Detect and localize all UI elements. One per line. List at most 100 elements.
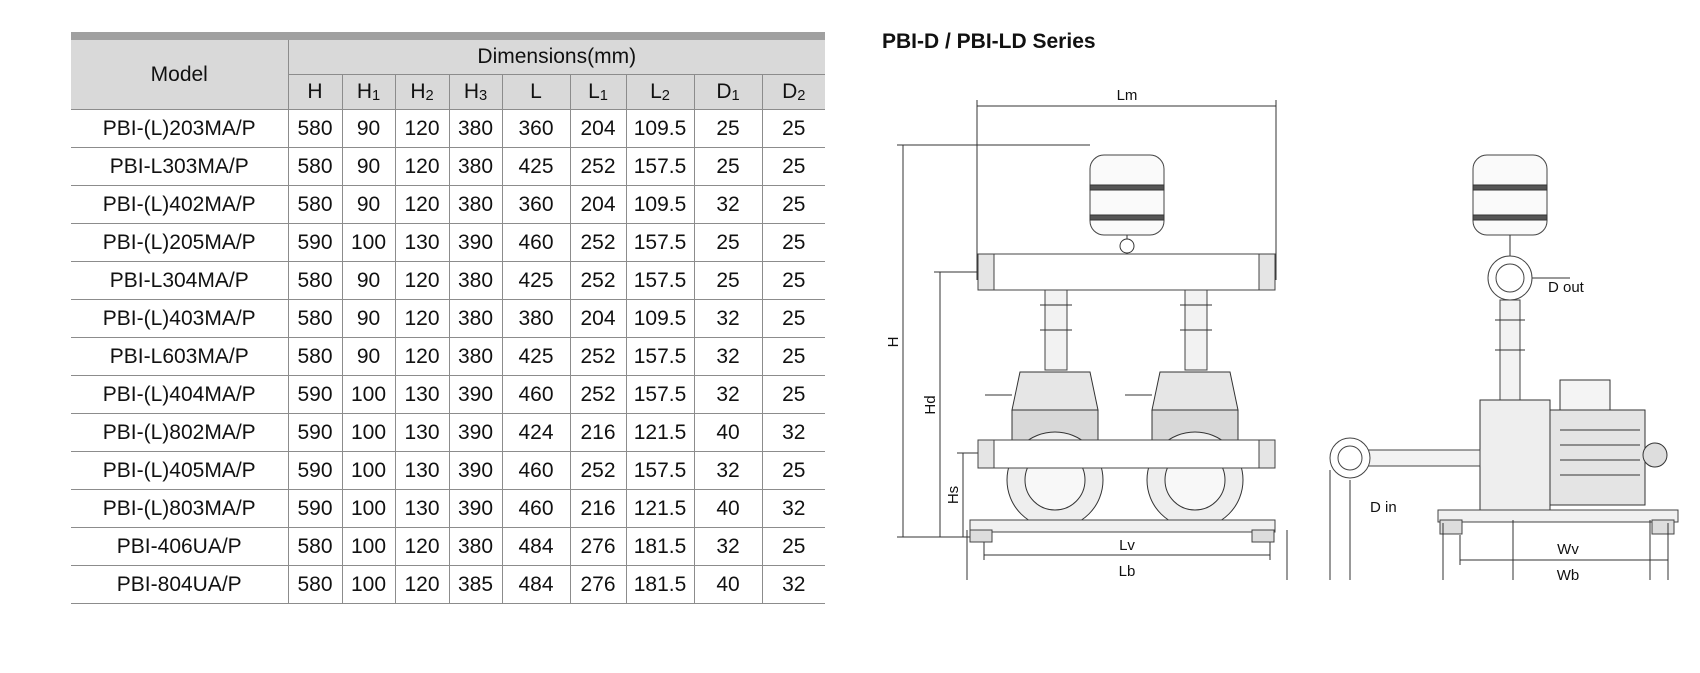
dimension-column-header: H bbox=[287, 74, 342, 110]
dimension-value-cell: 25 bbox=[761, 375, 825, 414]
label-wb: Wb bbox=[1557, 567, 1580, 580]
dimension-value-cell: 380 bbox=[448, 109, 502, 148]
dimension-value-cell: 100 bbox=[341, 489, 395, 528]
dimension-value-cell: 157.5 bbox=[625, 375, 694, 414]
dimension-value-cell: 130 bbox=[394, 489, 449, 528]
dimension-value-cell: 181.5 bbox=[625, 565, 694, 604]
dimension-value-cell: 204 bbox=[569, 109, 626, 148]
model-cell: PBI-(L)205MA/P bbox=[71, 223, 288, 262]
dimension-value-cell: 130 bbox=[394, 413, 449, 452]
dimension-value-cell: 130 bbox=[394, 451, 449, 490]
dimension-value-cell: 40 bbox=[693, 489, 762, 528]
dimension-value-cell: 25 bbox=[761, 109, 825, 148]
model-cell: PBI-(L)203MA/P bbox=[71, 109, 288, 148]
pump-dimension-drawing: Lm H Hd Hs Lv Lb D out D in Wv Wb Wp W bbox=[885, 87, 1679, 580]
dimension-value-cell: 40 bbox=[693, 413, 762, 452]
label-lb: Lb bbox=[1119, 563, 1136, 580]
label-wv: Wv bbox=[1557, 541, 1579, 558]
dimension-value-cell: 276 bbox=[569, 565, 626, 604]
dimension-value-cell: 25 bbox=[761, 147, 825, 186]
dimension-value-cell: 100 bbox=[341, 451, 395, 490]
dimension-value-cell: 252 bbox=[569, 261, 626, 300]
label-h: H bbox=[885, 337, 902, 348]
dimension-value-cell: 157.5 bbox=[625, 223, 694, 262]
dimension-value-cell: 32 bbox=[693, 299, 762, 338]
dimension-value-cell: 380 bbox=[501, 299, 570, 338]
label-hs: Hs bbox=[945, 486, 962, 504]
series-title: PBI-D / PBI-LD Series bbox=[882, 30, 1096, 53]
model-cell: PBI-(L)802MA/P bbox=[71, 413, 288, 452]
dimension-value-cell: 580 bbox=[287, 337, 342, 376]
dimension-column-header: L1 bbox=[569, 74, 626, 110]
dimension-value-cell: 90 bbox=[341, 109, 395, 148]
dimension-value-cell: 360 bbox=[501, 185, 570, 224]
dimension-value-cell: 100 bbox=[341, 413, 395, 452]
dimensions-group-header: Dimensions(mm) bbox=[287, 40, 825, 75]
model-cell: PBI-(L)803MA/P bbox=[71, 489, 288, 528]
dimension-value-cell: 90 bbox=[341, 337, 395, 376]
dimension-value-cell: 90 bbox=[341, 261, 395, 300]
dimension-value-cell: 390 bbox=[448, 413, 502, 452]
dimension-value-cell: 90 bbox=[341, 299, 395, 338]
dimension-value-cell: 181.5 bbox=[625, 527, 694, 566]
dimension-value-cell: 120 bbox=[394, 565, 449, 604]
dimension-value-cell: 590 bbox=[287, 413, 342, 452]
dimension-value-cell: 25 bbox=[761, 337, 825, 376]
model-column-header: Model bbox=[71, 40, 288, 110]
dimension-value-cell: 204 bbox=[569, 299, 626, 338]
dimension-value-cell: 32 bbox=[761, 413, 825, 452]
dimension-value-cell: 109.5 bbox=[625, 299, 694, 338]
label-d-out: D out bbox=[1548, 279, 1585, 296]
dimension-value-cell: 120 bbox=[394, 527, 449, 566]
dimension-value-cell: 460 bbox=[501, 375, 570, 414]
dimension-value-cell: 385 bbox=[448, 565, 502, 604]
label-d-in: D in bbox=[1370, 499, 1397, 516]
dimension-value-cell: 25 bbox=[761, 451, 825, 490]
dimension-value-cell: 120 bbox=[394, 185, 449, 224]
label-lm: Lm bbox=[1117, 87, 1138, 104]
dimension-value-cell: 157.5 bbox=[625, 261, 694, 300]
dimension-value-cell: 580 bbox=[287, 527, 342, 566]
dimension-value-cell: 590 bbox=[287, 375, 342, 414]
dimension-value-cell: 252 bbox=[569, 375, 626, 414]
dimension-value-cell: 252 bbox=[569, 451, 626, 490]
model-cell: PBI-L603MA/P bbox=[71, 337, 288, 376]
dimension-value-cell: 580 bbox=[287, 299, 342, 338]
dimension-value-cell: 100 bbox=[341, 223, 395, 262]
dimension-value-cell: 484 bbox=[501, 527, 570, 566]
dimension-value-cell: 109.5 bbox=[625, 185, 694, 224]
dimension-value-cell: 580 bbox=[287, 565, 342, 604]
dimension-value-cell: 390 bbox=[448, 451, 502, 490]
dimension-value-cell: 590 bbox=[287, 451, 342, 490]
dimension-value-cell: 360 bbox=[501, 109, 570, 148]
dimension-value-cell: 121.5 bbox=[625, 413, 694, 452]
dimension-value-cell: 390 bbox=[448, 489, 502, 528]
dimension-value-cell: 32 bbox=[693, 337, 762, 376]
pressure-tank-right bbox=[1472, 154, 1548, 258]
dimension-value-cell: 130 bbox=[394, 375, 449, 414]
dimension-value-cell: 484 bbox=[501, 565, 570, 604]
model-cell: PBI-(L)403MA/P bbox=[71, 299, 288, 338]
dimension-value-cell: 120 bbox=[394, 147, 449, 186]
dimension-value-cell: 425 bbox=[501, 261, 570, 300]
dimension-column-header: L2 bbox=[625, 74, 694, 110]
dimension-value-cell: 120 bbox=[394, 299, 449, 338]
dimension-value-cell: 390 bbox=[448, 223, 502, 262]
dimension-value-cell: 120 bbox=[394, 337, 449, 376]
dimension-value-cell: 32 bbox=[693, 451, 762, 490]
dimension-value-cell: 90 bbox=[341, 147, 395, 186]
dimension-value-cell: 216 bbox=[569, 489, 626, 528]
dimension-value-cell: 25 bbox=[761, 261, 825, 300]
dimension-column-header: D1 bbox=[693, 74, 762, 110]
